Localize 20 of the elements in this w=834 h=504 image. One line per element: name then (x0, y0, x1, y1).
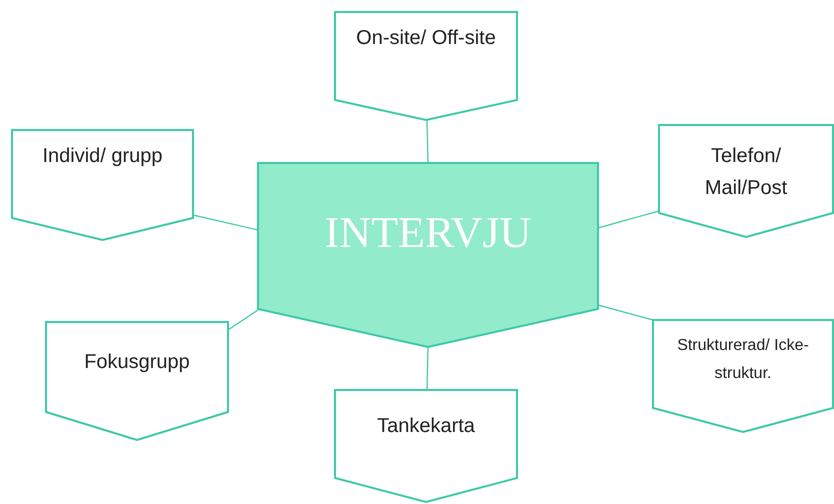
pentagon-box (659, 125, 833, 237)
connector-line (228, 310, 258, 330)
connector-line (598, 210, 660, 229)
connector-line (598, 304, 654, 321)
central-pentagon (258, 163, 598, 347)
node-label: On-site/ Off-site (355, 26, 497, 51)
pentagon-box (653, 320, 833, 432)
pentagon-box (12, 130, 193, 240)
pentagon-box (335, 390, 517, 502)
node-label: Tankekarta (376, 414, 476, 439)
node-label: Telefon/ Mail/Post (704, 144, 788, 201)
connector-line (426, 120, 429, 164)
title-text: INTERVJU (324, 208, 532, 258)
pentagon-box (46, 322, 228, 440)
pentagon-box (335, 12, 517, 120)
node-label: Strukturerad/ Icke-struktur. (676, 336, 810, 384)
connector-line (192, 214, 258, 231)
node-label: Fokusgrupp (83, 350, 191, 375)
node-label: Individ/ grupp (41, 144, 164, 169)
connector-line (426, 346, 429, 390)
